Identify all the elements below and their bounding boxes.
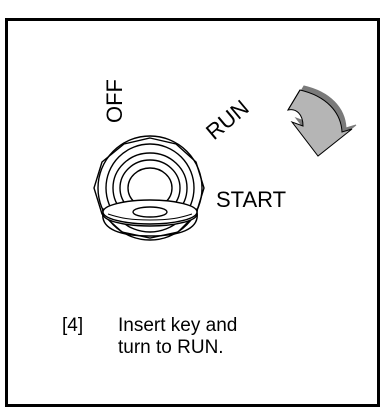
position-label-start: START	[216, 187, 287, 212]
ignition-key-switch-icon	[93, 135, 205, 241]
step-instruction: Insert key and turn to RUN.	[118, 315, 318, 359]
step-number: [4]	[62, 315, 84, 336]
position-label-off: OFF	[102, 79, 127, 123]
step-instruction-line: turn to RUN.	[118, 337, 224, 358]
step-instruction-line: Insert key and	[118, 315, 238, 336]
curved-arrow-clockwise-icon	[286, 85, 357, 157]
